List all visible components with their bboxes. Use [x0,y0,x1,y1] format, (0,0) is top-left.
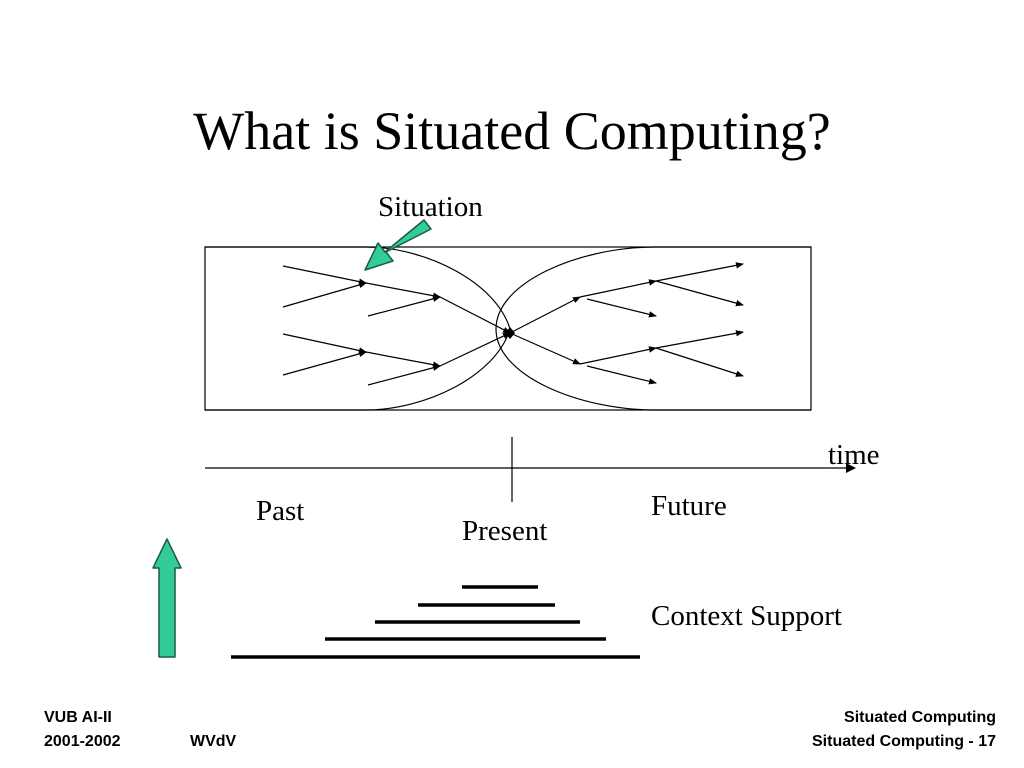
footer-topic: Situated Computing [844,709,996,726]
past-label: Past [256,495,305,527]
time-label: time [828,439,880,471]
footer-author: WVdV [190,733,237,750]
future-branches [509,262,744,385]
past-lobe [205,246,511,411]
footer-year: 2001-2002 [44,733,121,750]
present-label: Present [462,515,548,547]
context-support-label: Context Support [651,600,842,632]
context-up-arrow [152,538,182,658]
future-lobe [495,246,811,411]
footer-course: VUB AI-II [44,709,112,726]
context-support-stack [231,585,640,659]
future-label: Future [651,490,727,522]
situation-label: Situation [378,191,483,223]
footer-page: Situated Computing - 17 [812,733,996,750]
situation-pointer-arrow [364,219,432,271]
past-branches [282,265,511,386]
present-node [505,327,515,339]
situation-space-box [204,246,812,411]
page-title: What is Situated Computing? [193,101,831,161]
time-axis-arrowhead [846,463,856,473]
